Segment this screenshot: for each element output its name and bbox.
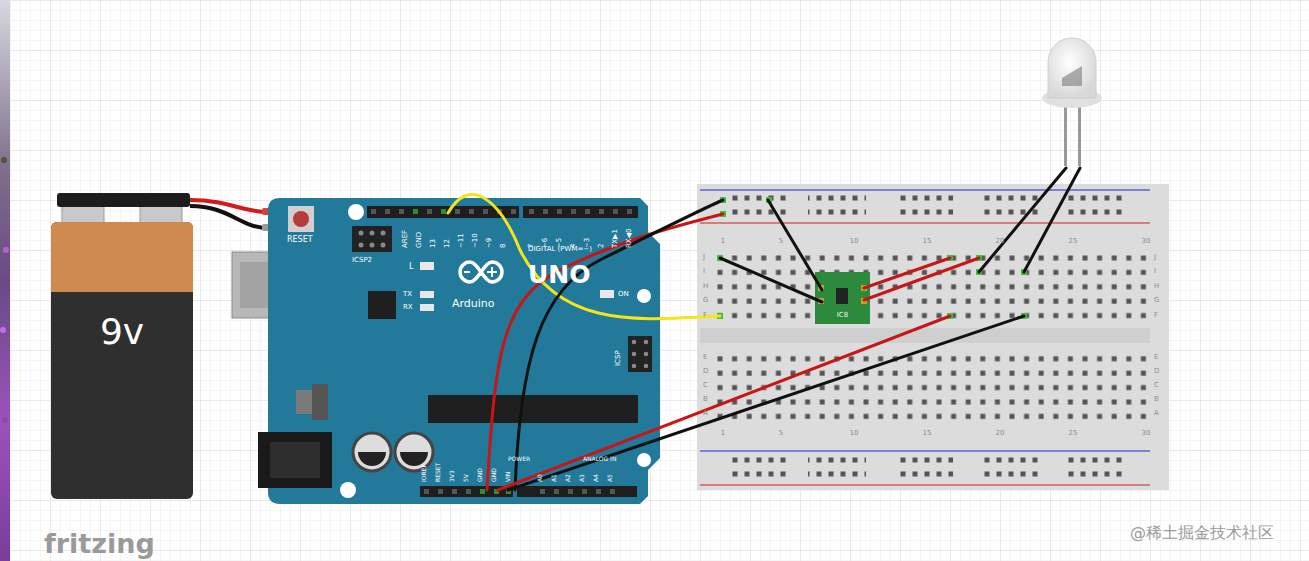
row-letter: A xyxy=(1154,410,1159,417)
row-letter: G xyxy=(703,297,708,304)
watermark: @稀土掘金技术社区 xyxy=(1130,525,1274,541)
pin-label: ~5 xyxy=(556,238,563,248)
header-label: ANALOG IN xyxy=(583,456,616,462)
column-number: 25 xyxy=(1069,430,1078,437)
row-letter: A xyxy=(703,410,708,417)
pin-label: 4 xyxy=(570,244,577,248)
column-number: 1 xyxy=(721,238,725,245)
pin-label: IOREF xyxy=(421,464,427,482)
row-letter: I xyxy=(703,268,705,275)
pin-label: ~11 xyxy=(458,233,465,248)
row-letter: I xyxy=(1154,268,1156,275)
brand-label: UNO xyxy=(528,262,590,287)
row-letter: D xyxy=(703,368,708,375)
pin-label: A3 xyxy=(579,474,585,482)
pin-label: A5 xyxy=(607,474,613,482)
pin-label: GND xyxy=(477,468,483,482)
board-label: ICSP2 xyxy=(352,257,372,264)
row-letter: E xyxy=(703,354,707,361)
row-letter: G xyxy=(1154,297,1159,304)
pin-label: A1 xyxy=(551,474,557,482)
battery-body: 9v xyxy=(51,292,193,372)
pin-label: A0 xyxy=(537,474,543,482)
board-label: RESET xyxy=(287,236,313,244)
node-text: 9v xyxy=(100,314,144,350)
pin-label: TX▶1 xyxy=(612,229,619,248)
row-letter: B xyxy=(703,396,708,403)
row-letter: E xyxy=(1154,354,1158,361)
row-letter: F xyxy=(703,312,707,319)
row-letter: J xyxy=(703,254,705,261)
column-number: 20 xyxy=(996,430,1005,437)
pin-label: RESET xyxy=(435,463,441,482)
pin-label: GND xyxy=(416,232,423,248)
pin-label: 12 xyxy=(444,239,451,248)
row-letter: H xyxy=(1154,283,1159,290)
pin-label: 5V xyxy=(463,474,469,482)
pin-label: RX◀0 xyxy=(626,229,633,249)
pin-label: ~6 xyxy=(542,238,549,248)
pin-label: ~3 xyxy=(584,238,591,248)
row-letter: H xyxy=(703,283,708,290)
row-letter: J xyxy=(1154,254,1156,261)
node-text: IC8 xyxy=(837,312,848,322)
ic-chip: IC8 xyxy=(815,272,870,322)
row-letter: C xyxy=(1154,382,1159,389)
column-number: 10 xyxy=(850,430,859,437)
pin-label: A4 xyxy=(593,474,599,482)
row-letter: B xyxy=(1154,396,1159,403)
row-letter: F xyxy=(1154,312,1158,319)
led-label: RX xyxy=(403,304,413,311)
pin-label: ~10 xyxy=(472,233,479,248)
row-letter: D xyxy=(1154,368,1159,375)
pin-label: VIN xyxy=(505,472,511,482)
column-number: 25 xyxy=(1069,238,1078,245)
column-number: 30 xyxy=(1142,238,1151,245)
brand-label: Arduino xyxy=(452,298,495,309)
column-number: 1 xyxy=(721,430,725,437)
header-label: POWER xyxy=(508,456,530,462)
column-number: 5 xyxy=(779,238,783,245)
pin-label: 3V3 xyxy=(449,470,455,482)
led-label: ON xyxy=(618,291,629,298)
column-number: 20 xyxy=(996,238,1005,245)
column-number: 15 xyxy=(923,430,932,437)
pin-label: A2 xyxy=(565,474,571,482)
pin-label: 2 xyxy=(598,244,605,248)
led-label: L xyxy=(409,263,413,271)
pin-label: ~9 xyxy=(486,238,493,248)
header-label: ICSP xyxy=(615,350,622,366)
column-number: 15 xyxy=(923,238,932,245)
row-letter: C xyxy=(703,382,708,389)
column-number: 5 xyxy=(779,430,783,437)
pin-label: 13 xyxy=(430,239,437,248)
pin-label: AREF xyxy=(402,230,409,248)
column-number: 10 xyxy=(850,238,859,245)
watermark: fritzing xyxy=(44,530,155,557)
pin-label: 7 xyxy=(528,244,535,248)
pin-label: 8 xyxy=(500,244,507,248)
led-label: TX xyxy=(403,291,412,298)
pin-label: GND xyxy=(491,468,497,482)
column-number: 30 xyxy=(1142,430,1151,437)
